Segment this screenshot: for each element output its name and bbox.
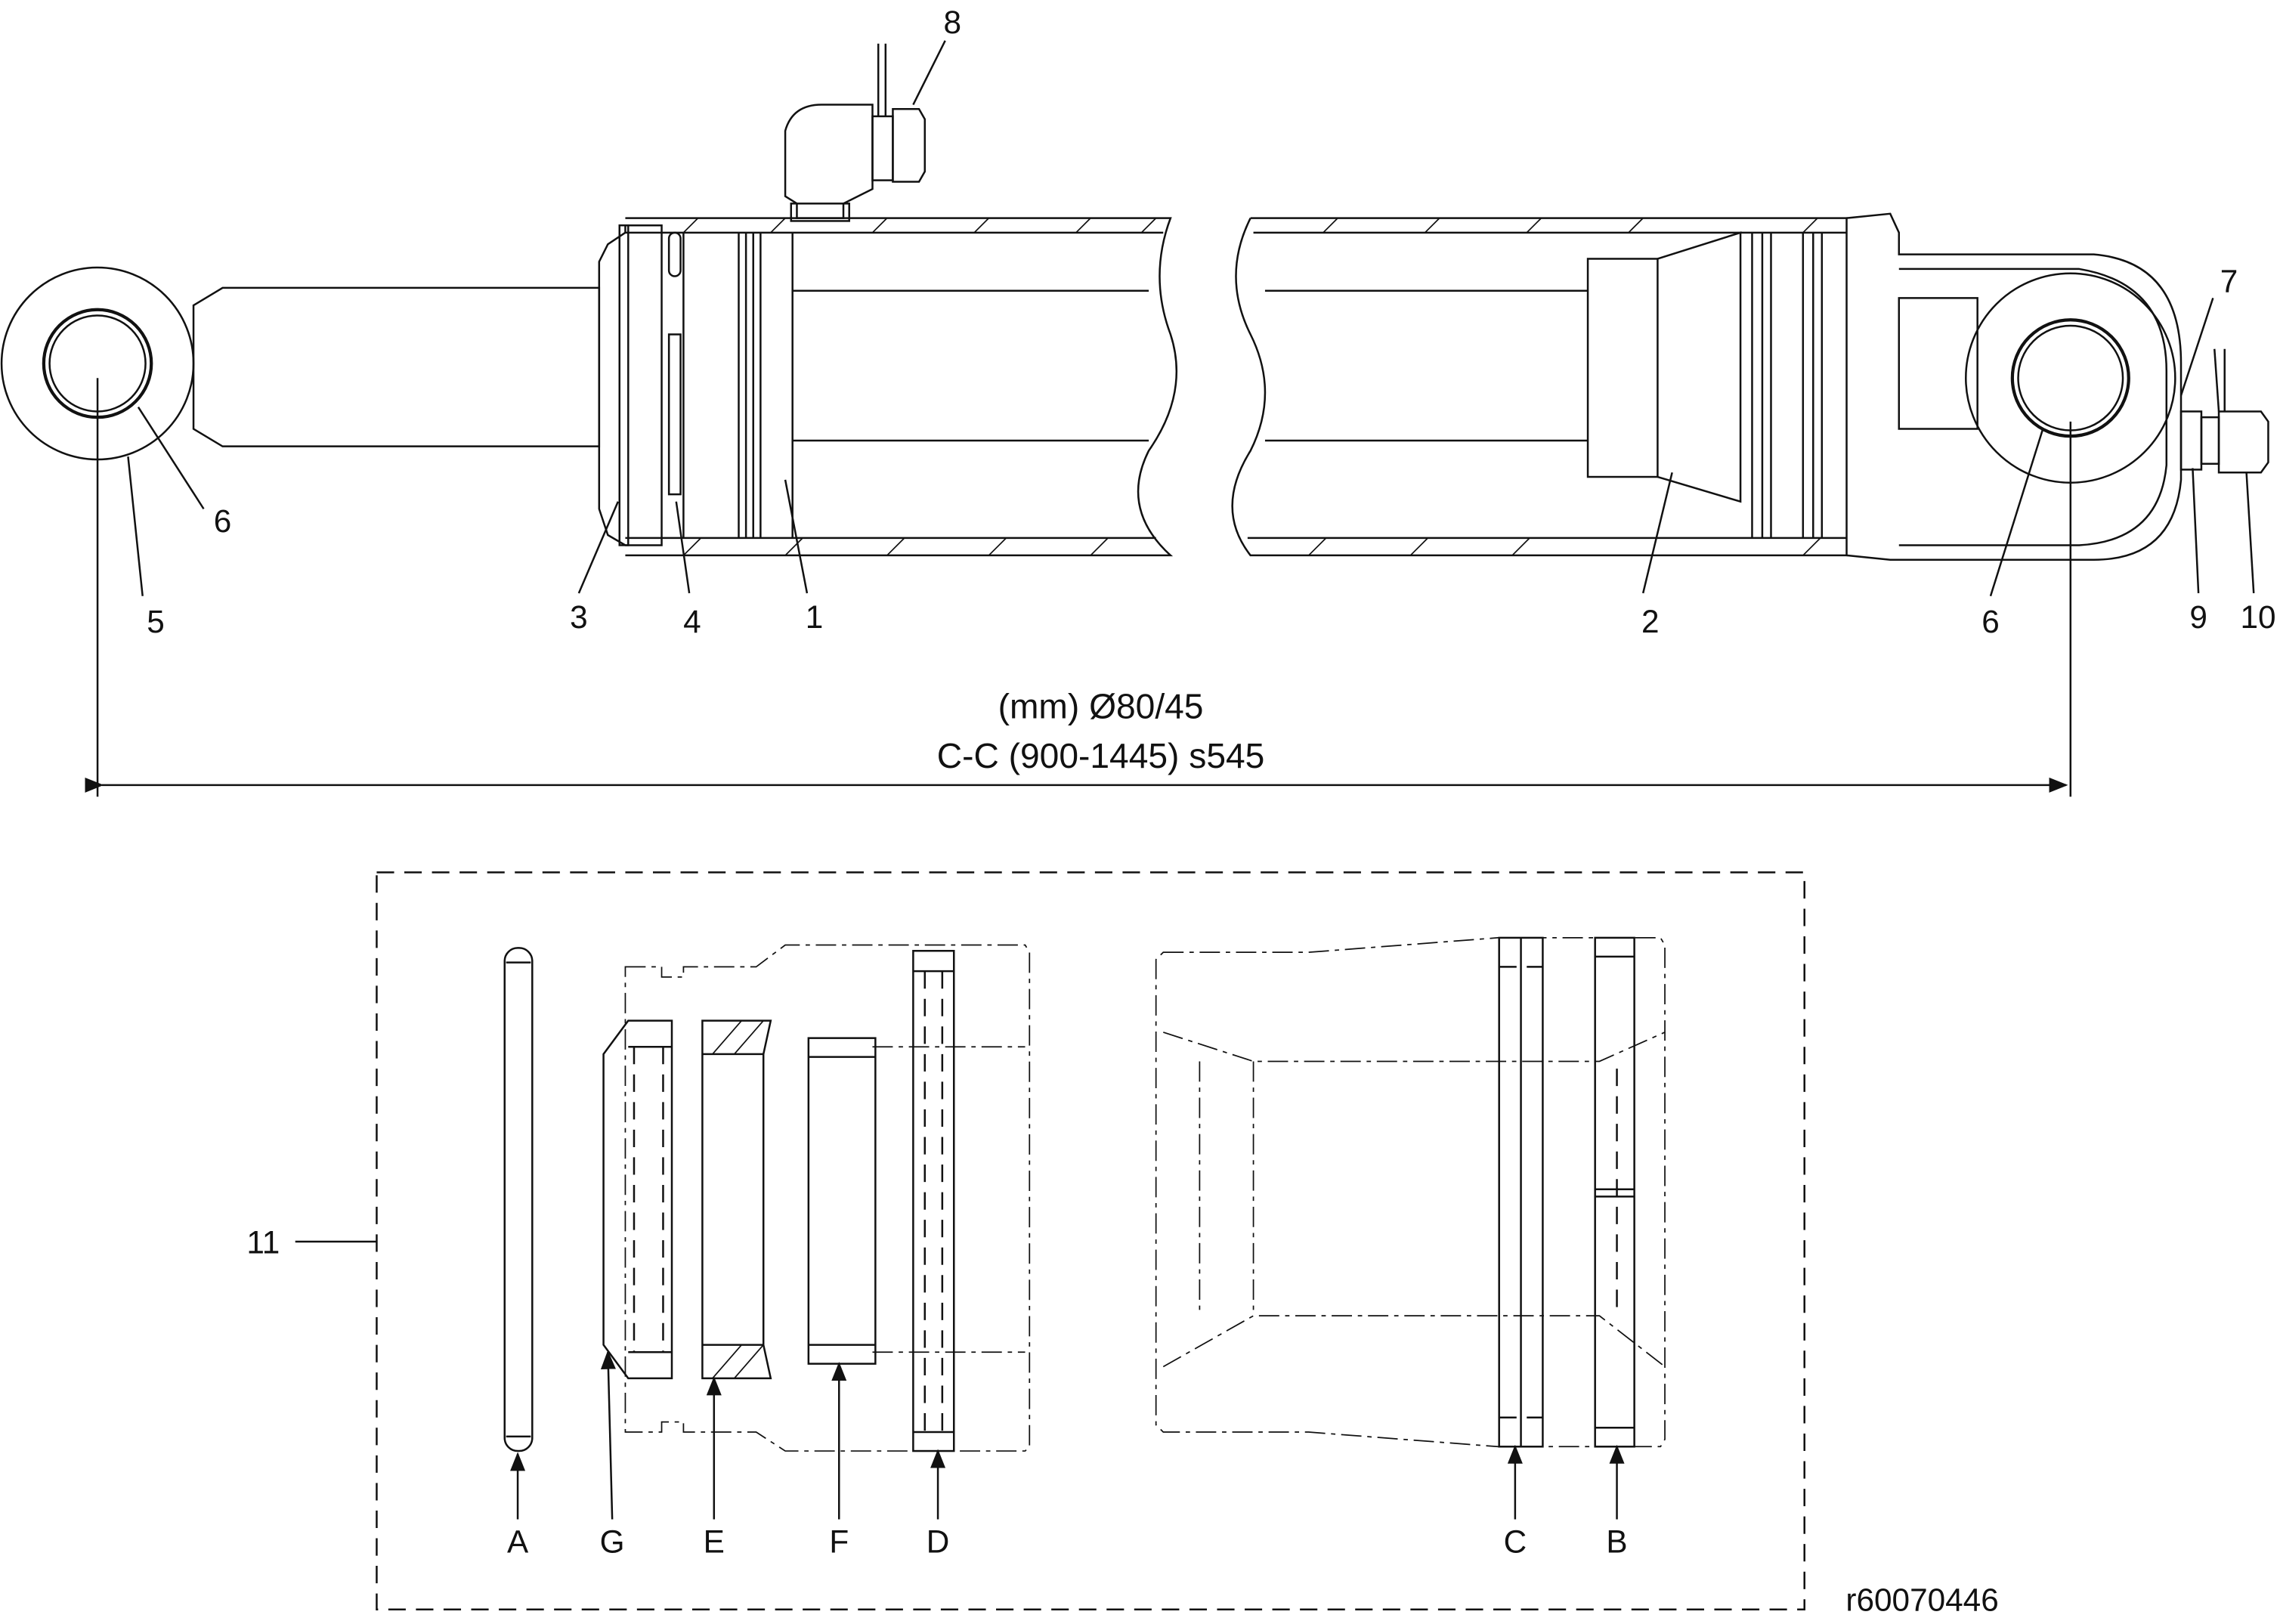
seal-label-D: D	[927, 1524, 950, 1560]
piston-rod	[192, 286, 601, 447]
seal-kit-detail: 11	[246, 871, 1805, 1611]
barrel	[625, 217, 1848, 557]
callout-1: 1	[806, 599, 824, 635]
callout-4: 4	[683, 604, 701, 639]
callout-9: 9	[2189, 599, 2207, 635]
drawing-id: r60070446	[1845, 1582, 1998, 1618]
port-fitting-right	[2179, 348, 2269, 474]
end-cap-eye	[1846, 212, 2183, 561]
callout-2: 2	[1641, 604, 1660, 639]
seal-label-C: C	[1504, 1524, 1527, 1560]
seal-label-G: G	[600, 1524, 625, 1560]
seal-B	[1594, 936, 1635, 1448]
callout-7: 7	[2220, 264, 2238, 299]
seal-label-F: F	[829, 1524, 849, 1560]
seal-label-A: A	[507, 1524, 529, 1560]
gland	[598, 224, 1149, 546]
elbow-fitting-top	[784, 43, 927, 222]
piston	[1586, 231, 1824, 538]
seal-label-B: B	[1606, 1524, 1627, 1560]
seal-label-E: E	[704, 1524, 725, 1560]
leader-lines	[127, 40, 2255, 597]
callout-6-right: 6	[1981, 604, 2000, 639]
seal-F	[807, 1037, 877, 1365]
seal-E	[701, 1019, 772, 1380]
seal-C	[1498, 936, 1544, 1448]
callout-6-left: 6	[214, 503, 232, 539]
bore-rod-text: (mm) Ø80/45	[998, 686, 1204, 725]
center-to-center-dimension: (mm) Ø80/45 C-C (900-1445) s545	[85, 378, 2072, 797]
c-c-text: C-C (900-1445) s545	[937, 736, 1265, 775]
callout-10: 10	[2240, 599, 2275, 635]
callout-5: 5	[147, 604, 165, 639]
seal-G	[602, 1019, 673, 1380]
seal-A-oring	[503, 947, 534, 1452]
cylinder-assembly: 8 7 6 5 3 4 1 2 6 9 10	[0, 5, 2276, 639]
callout-11: 11	[246, 1224, 280, 1260]
callout-3: 3	[570, 599, 588, 635]
callout-8: 8	[944, 5, 962, 40]
seal-D	[912, 949, 955, 1452]
